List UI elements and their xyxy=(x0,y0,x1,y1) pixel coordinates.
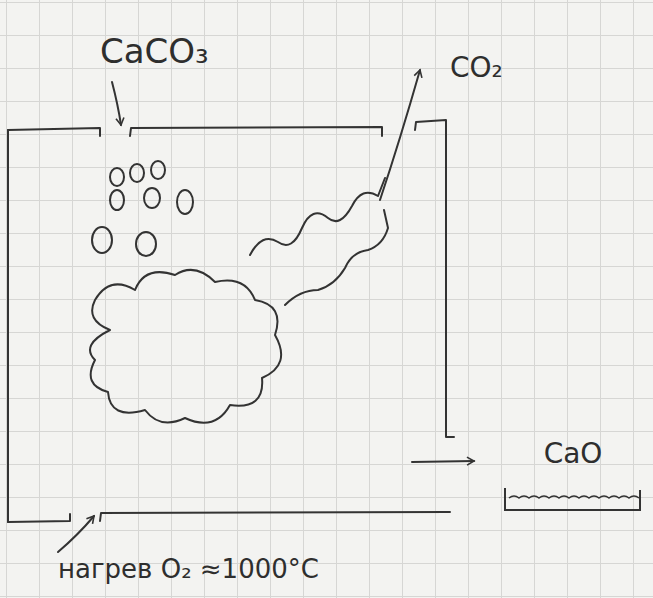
kiln-left-wall xyxy=(7,130,9,522)
node-text: CaO xyxy=(503,440,643,468)
output-arrow xyxy=(412,461,474,462)
reactant-label: CaCO₃ xyxy=(100,34,209,68)
air-arrow xyxy=(58,516,94,552)
limestone-pieces xyxy=(92,161,193,256)
kiln-right-wall xyxy=(415,120,454,437)
lime-layer xyxy=(509,496,639,498)
kiln-top xyxy=(8,127,382,136)
product-tray: CaO xyxy=(503,440,643,514)
gas-wave xyxy=(250,178,388,305)
gas-arrow xyxy=(380,70,420,200)
heating-note: нагрев O₂ ≈1000°C xyxy=(58,556,319,582)
kiln-bottom xyxy=(8,512,450,522)
feed-arrow xyxy=(112,82,121,125)
gas-label: CO₂ xyxy=(450,54,503,82)
tray-body xyxy=(505,488,640,510)
heat-cloud xyxy=(90,270,281,423)
